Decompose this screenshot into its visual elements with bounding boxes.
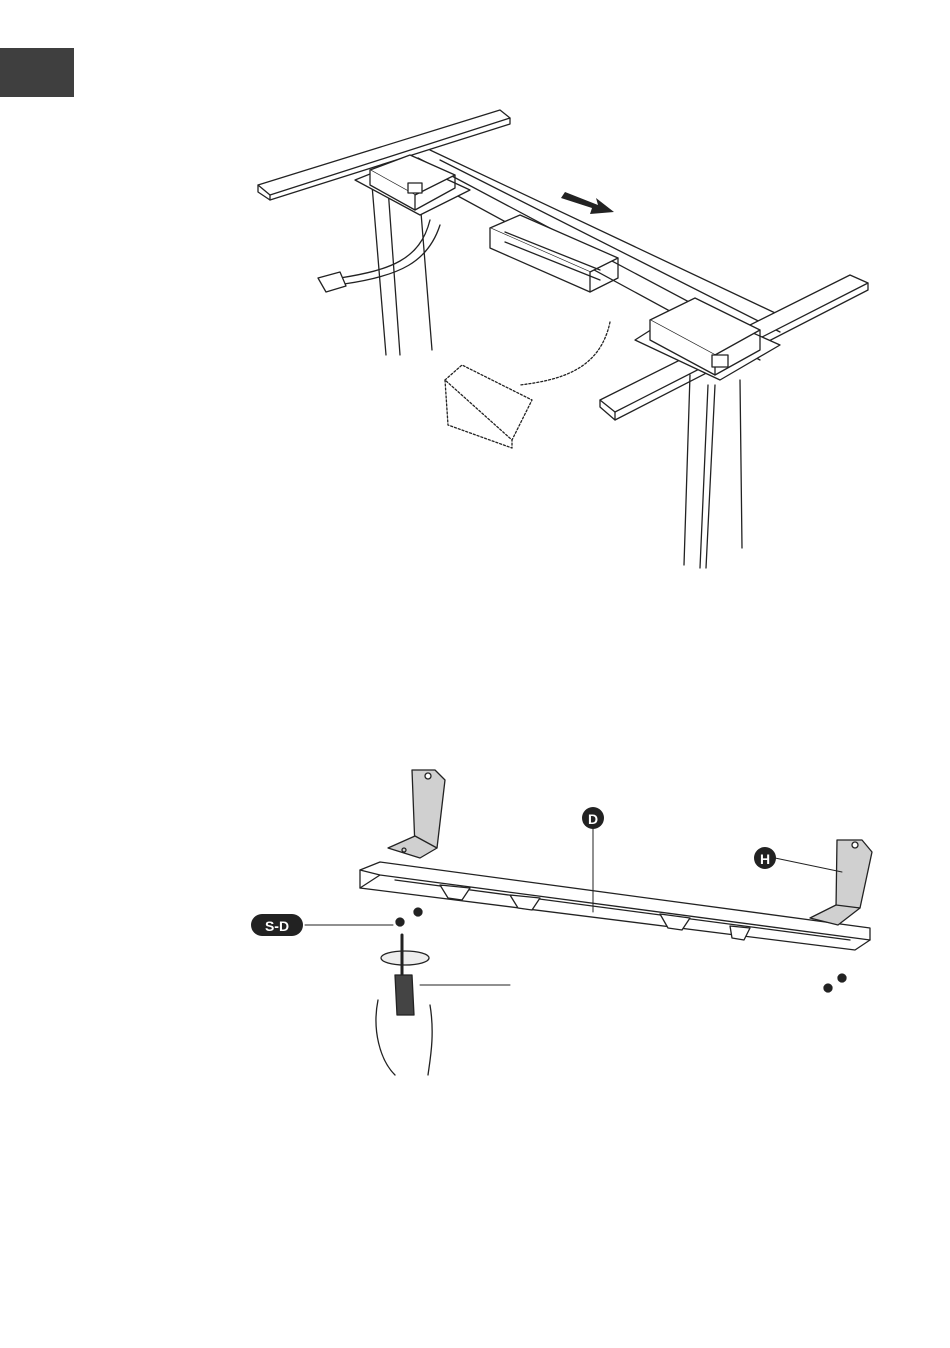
callout-sd-label: S-D bbox=[265, 918, 289, 934]
cable-tray-illustration: D H S-D bbox=[0, 755, 950, 1085]
callout-sd: S-D bbox=[251, 914, 303, 936]
callout-h: H bbox=[754, 847, 776, 869]
callout-d-label: D bbox=[588, 811, 598, 827]
power-cable bbox=[318, 220, 440, 292]
right-bracket bbox=[810, 840, 872, 925]
callout-d: D bbox=[582, 807, 604, 829]
handset-dotted bbox=[445, 322, 610, 448]
desk-frame-illustration bbox=[0, 100, 950, 580]
left-motor-box bbox=[355, 155, 470, 215]
right-leg bbox=[684, 375, 742, 568]
screwdriver-hand bbox=[376, 935, 432, 1075]
slide-direction-arrow bbox=[561, 192, 614, 214]
callout-h-label: H bbox=[760, 851, 770, 867]
control-box bbox=[490, 215, 618, 292]
language-tab bbox=[0, 48, 74, 97]
cable-tray bbox=[360, 862, 870, 950]
left-bracket bbox=[388, 770, 445, 858]
right-motor-box bbox=[635, 298, 780, 380]
